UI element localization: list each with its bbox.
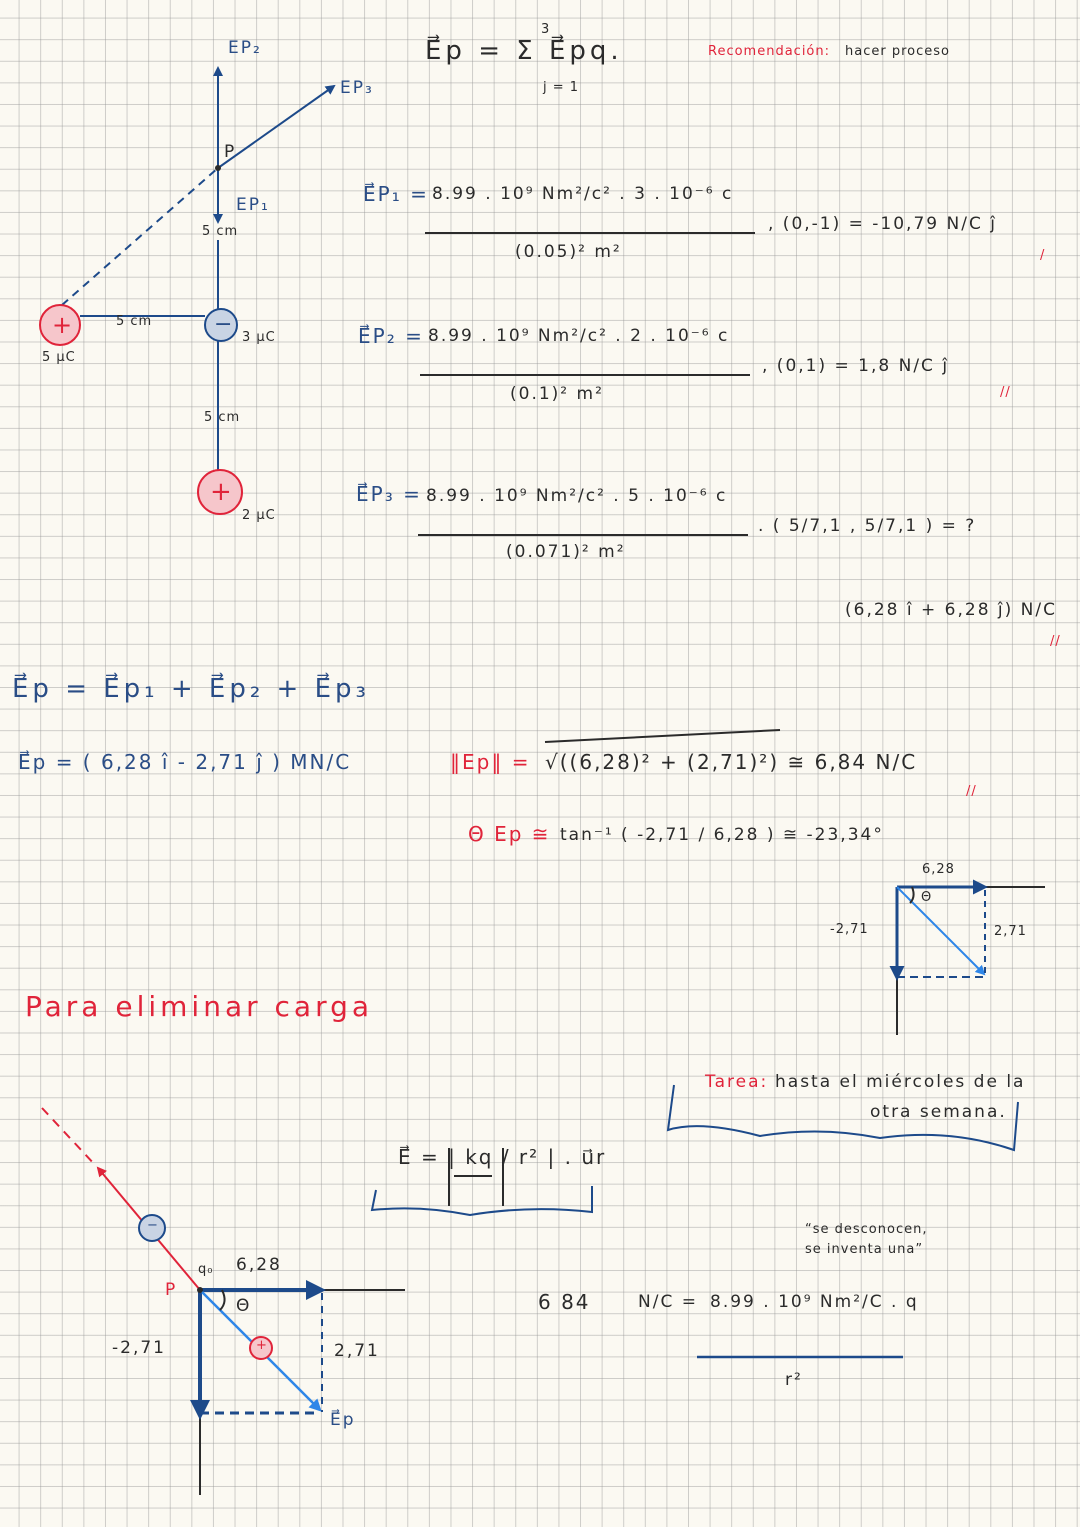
final-numerator: 8.99 . 10⁹ Nm²/C . q [710, 1292, 919, 1312]
d3-p-label: P [165, 1280, 178, 1300]
d2-y-right-label: 2,71 [994, 924, 1027, 939]
ep3-mark: // [1050, 634, 1061, 649]
d3-y-right-label: 2,71 [334, 1341, 380, 1361]
d2-angle: Θ [921, 890, 933, 905]
d3-neg-sign: − [147, 1218, 159, 1233]
positive-charge-left [39, 304, 81, 346]
ep3-vector [217, 84, 336, 169]
sum-upper: 3 [541, 22, 551, 37]
sqrt-bar [544, 729, 781, 743]
magnitude-mark: // [966, 784, 977, 799]
formula-brace [370, 1186, 593, 1217]
minus-sign-center: − [214, 312, 235, 337]
d3-q0-label: q₀ [198, 1262, 214, 1277]
p-label: P [224, 142, 237, 162]
d3-pos-sign: + [256, 1338, 268, 1353]
task-brace [666, 1084, 1019, 1152]
positive-charge-bottom [197, 469, 243, 515]
ep2-label: EP₂ [228, 38, 262, 58]
final-denominator: r² [785, 1370, 803, 1390]
magnitude-expr: √((6,28)² + (2,71)²) ≅ 6,84 N/C [545, 750, 918, 774]
note-line2: se inventa una” [805, 1242, 924, 1257]
ep2-mark: // [1000, 385, 1011, 400]
ep3-numerator: 8.99 . 10⁹ Nm²/c² . 5 . 10⁻⁶ c [426, 486, 728, 506]
ep1-label: EP₁ [236, 195, 270, 215]
sum-equation: E⃗p = Σ E⃗pq. [425, 36, 623, 66]
component-diagram-small [889, 879, 1045, 1035]
section-title: Para eliminar carga [25, 990, 374, 1023]
ep1-eq-label: E⃗P₁ = [363, 182, 429, 206]
field-formula: E⃗ = | kq / r² | . u⃗r [398, 1145, 607, 1169]
point-p [215, 165, 221, 171]
d3-x-label: 6,28 [236, 1255, 282, 1275]
dist-top-label: 5 cm [202, 224, 239, 239]
charge-diagram [39, 66, 336, 515]
q-center-label: 3 μC [242, 330, 276, 345]
ep-result: E⃗p = ( 6,28 î - 2,71 ĵ ) MN/C [18, 750, 352, 774]
recommendation-label: Recomendación: [708, 44, 830, 59]
d3-y-label: -2,71 [112, 1338, 166, 1358]
q-bottom-label: 2 μC [242, 508, 276, 523]
negative-charge [138, 1214, 166, 1242]
task-label: Tarea: [705, 1072, 769, 1092]
ep1-mark: / [1040, 248, 1046, 263]
plus-sign-bottom: + [210, 477, 234, 507]
ep3-denominator: (0.071)² m² [506, 542, 626, 562]
ep2-denominator: (0.1)² m² [510, 384, 604, 404]
ep1-result: , (0,-1) = -10,79 N/C ĵ [768, 214, 997, 234]
sum-lower: j = 1 [543, 80, 580, 95]
dist-left-label: 5 cm [116, 314, 153, 329]
ep3-eq-label: E⃗P₃ = [356, 482, 422, 506]
angle-label: Θ Ep ≅ [468, 822, 551, 846]
positive-charge [249, 1336, 273, 1360]
d2-y-label: -2,71 [830, 922, 869, 937]
d2-x-label: 6,28 [922, 862, 955, 877]
negative-charge-center [204, 308, 238, 342]
angle-expr: tan⁻¹ ( -2,71 / 6,28 ) ≅ -23,34° [560, 825, 884, 845]
recommendation-text: hacer proceso [845, 44, 950, 59]
ep1-denominator: (0.05)² m² [515, 242, 622, 262]
magnitude-label: ‖Ep‖ = [450, 750, 531, 774]
plus-sign-left: + [52, 311, 75, 339]
d3-angle: Θ [236, 1296, 252, 1316]
q-left-label: 5 μC [42, 350, 76, 365]
dashed-distance [61, 167, 219, 306]
final-unit: N/C = [638, 1292, 698, 1312]
d3-ep-label: E⃗p [330, 1410, 356, 1430]
ep1-numerator: 8.99 . 10⁹ Nm²/c² . 3 . 10⁻⁶ c [432, 184, 734, 204]
component-diagram-large [41, 1107, 405, 1495]
note-line1: “se desconocen, [805, 1222, 928, 1237]
ep2-numerator: 8.99 . 10⁹ Nm²/c² . 2 . 10⁻⁶ c [428, 326, 730, 346]
task-line1: hasta el miércoles de la [775, 1072, 1026, 1092]
ep2-result: , (0,1) = 1,8 N/C ĵ [762, 356, 950, 376]
sum-line: E⃗p = E⃗p₁ + E⃗p₂ + E⃗p₃ [12, 674, 370, 704]
task-line2: otra semana. [870, 1102, 1007, 1122]
ep3-unit-vector: . ( 5/7,1 , 5/7,1 ) = ? [758, 516, 977, 536]
ep2-eq-label: E⃗P₂ = [358, 324, 424, 348]
ep3-label: EP₃ [340, 78, 374, 98]
dist-bottom-label: 5 cm [204, 410, 241, 425]
final-lhs: 6 84 [538, 1290, 591, 1314]
ep3-final: (6,28 î + 6,28 ĵ) N/C [845, 600, 1057, 620]
